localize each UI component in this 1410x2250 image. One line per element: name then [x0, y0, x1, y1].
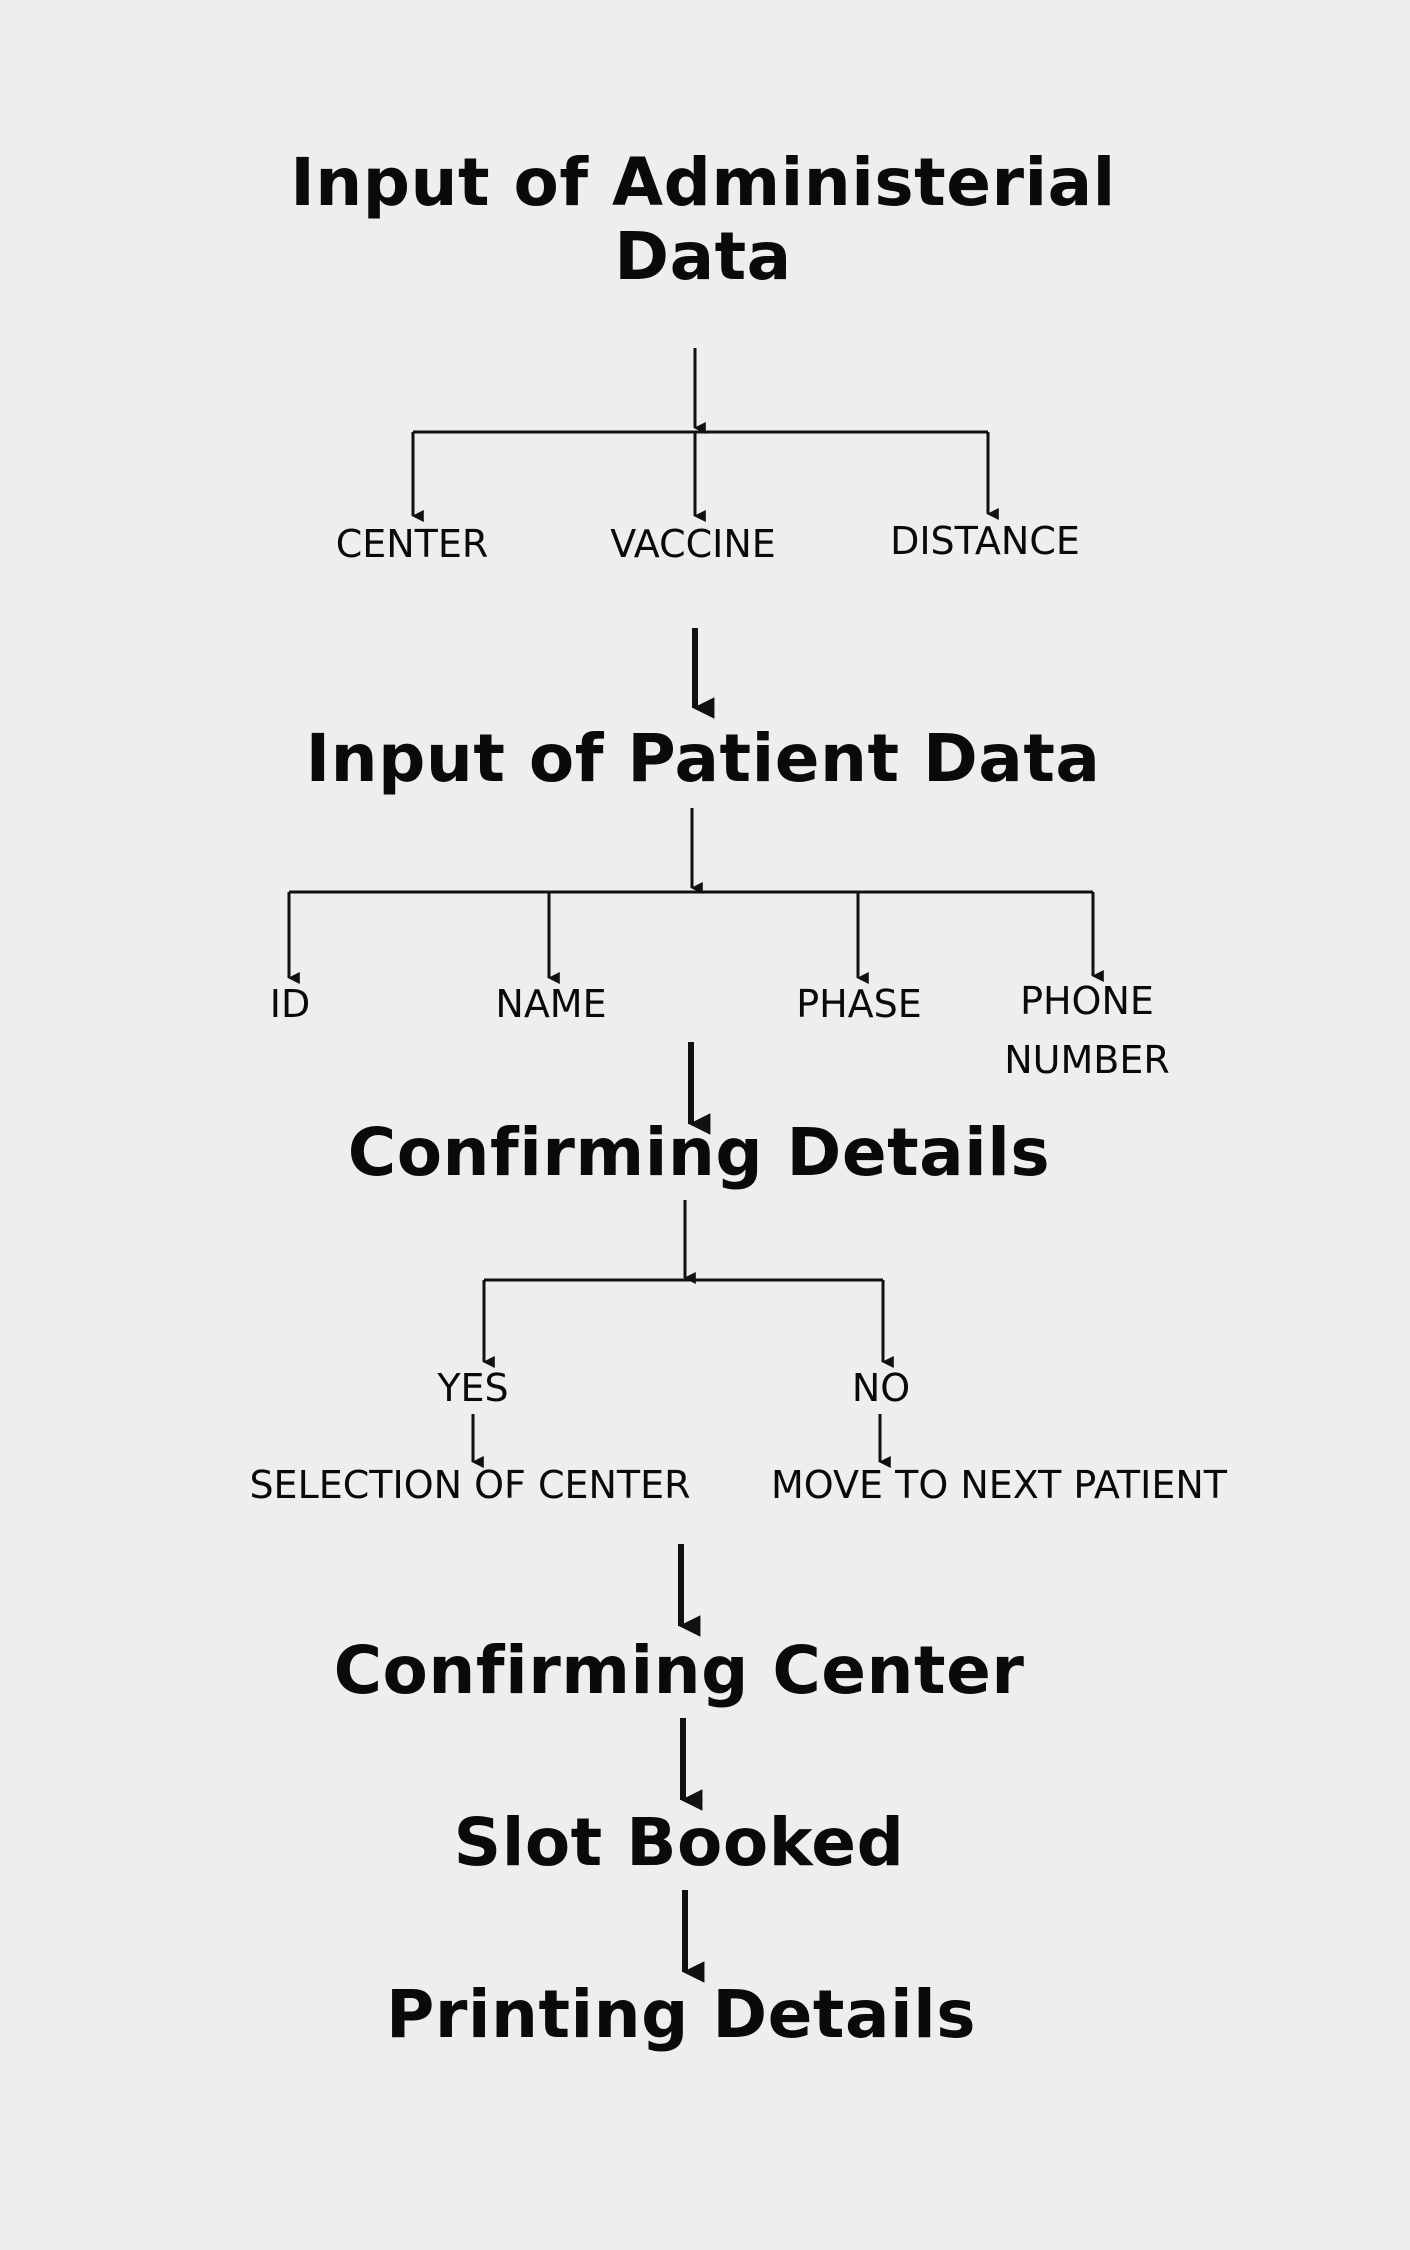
decision-no: NO	[851, 1366, 911, 1410]
field-distance: DISTANCE	[890, 519, 1080, 563]
field-name: NAME	[495, 982, 607, 1026]
decision-no-action: MOVE TO NEXT PATIENT	[771, 1463, 1227, 1507]
patient-branch-connectors	[287, 808, 1104, 984]
field-id: ID	[269, 982, 311, 1026]
field-phase: PHASE	[796, 982, 922, 1026]
step-slot-booked: Slot Booked	[453, 1804, 905, 1881]
field-center: CENTER	[335, 522, 489, 566]
field-phone-number-line2: NUMBER	[1004, 1037, 1170, 1082]
field-vaccine: VACCINE	[610, 522, 776, 566]
admin-branch-connectors	[411, 348, 999, 522]
step-input-admin-data: Input of Administerial Data	[0, 146, 1408, 294]
step-input-admin-data-line1: Input of Administerial	[290, 144, 1116, 221]
field-phone-number: PHONE NUMBER	[1004, 972, 1170, 1090]
step-printing-details: Printing Details	[385, 1976, 977, 2053]
step-confirming-details: Confirming Details	[347, 1114, 1051, 1191]
step-input-patient-data: Input of Patient Data	[305, 720, 1101, 797]
decision-yes-action: SELECTION OF CENTER	[249, 1463, 691, 1507]
confirm-branch-connectors	[471, 1200, 894, 1468]
decision-yes: YES	[437, 1366, 509, 1410]
field-phone-number-line1: PHONE	[1020, 979, 1154, 1023]
step-input-admin-data-line2: Data	[614, 217, 792, 295]
step-confirming-center: Confirming Center	[333, 1632, 1025, 1709]
